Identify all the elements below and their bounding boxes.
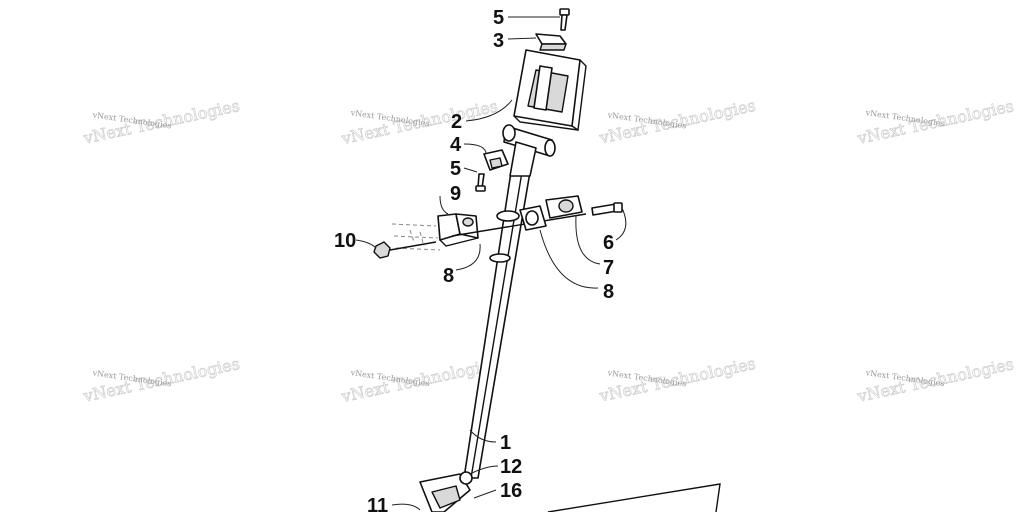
post-t-junction: [502, 124, 556, 177]
callout-12: 12: [500, 456, 522, 478]
leader-9: [439, 195, 449, 215]
clamp-rod: [451, 213, 587, 237]
leader-6: [615, 207, 627, 241]
leader-12: [469, 465, 499, 475]
leader-11: [391, 503, 421, 511]
handlebar-mount-block: [513, 49, 587, 132]
bottom-pivot: [419, 471, 473, 512]
callout-11: 11: [367, 495, 388, 512]
callout-3: 3: [493, 30, 504, 52]
leader-7: [575, 215, 601, 265]
base-plate-outline: [547, 483, 721, 512]
callout-5-mid: 5: [450, 158, 461, 180]
callout-2: 2: [451, 111, 462, 133]
leader-10: [355, 239, 377, 249]
watermark-r2c1: vNext Technologies vNext Technologies: [81, 354, 242, 407]
watermark-r1c4: vNext Technologies vNext Technologies: [855, 96, 1016, 149]
watermark-r1c1: vNext Technologies vNext Technologies: [81, 96, 242, 149]
steering-post: [463, 171, 531, 479]
bolt-long: [591, 202, 623, 216]
callout-4: 4: [450, 134, 462, 156]
callout-10: 10: [334, 230, 356, 252]
leader-8-left: [455, 243, 481, 271]
right-clamp: [519, 195, 583, 231]
bolt-middle: [475, 173, 486, 192]
leader-3: [507, 37, 537, 40]
leader-2: [465, 99, 513, 122]
leader-16: [473, 489, 497, 499]
watermark-r2c2: vNext Technologies vNext Technologies: [339, 354, 500, 407]
leader-8-right: [539, 229, 599, 289]
leader-5-mid: [463, 167, 478, 173]
exploded-dashes: [391, 223, 441, 251]
callout-8-right: 8: [603, 281, 614, 303]
leader-1: [469, 429, 497, 443]
leader-4: [463, 143, 487, 155]
left-bracket: [437, 213, 479, 247]
bolt-top: [559, 8, 570, 31]
leader-lines: [355, 16, 627, 511]
callout-5-top: 5: [493, 7, 504, 29]
watermark-r2c3: vNext Technologies vNext Technologies: [597, 353, 758, 406]
callout-16: 16: [500, 480, 522, 502]
watermark-r1c3: vNext Technologies vNext Technologies: [597, 95, 758, 148]
callout-8-left: 8: [443, 265, 454, 287]
watermark-r2c4: vNext Technologies vNext Technologies: [855, 354, 1016, 407]
callout-6: 6: [603, 232, 614, 254]
callout-7: 7: [603, 257, 614, 279]
callout-9: 9: [450, 183, 461, 205]
nut-part: [373, 241, 437, 259]
cap-part: [535, 33, 567, 51]
watermark-r1c2: vNext Technologies vNext Technologies: [339, 96, 500, 149]
callouts: 5 3 2 4 5 9 10 8 6 7 8 1 12 16 11: [334, 7, 614, 512]
clamp-piece: [483, 149, 509, 171]
callout-1: 1: [500, 432, 511, 454]
